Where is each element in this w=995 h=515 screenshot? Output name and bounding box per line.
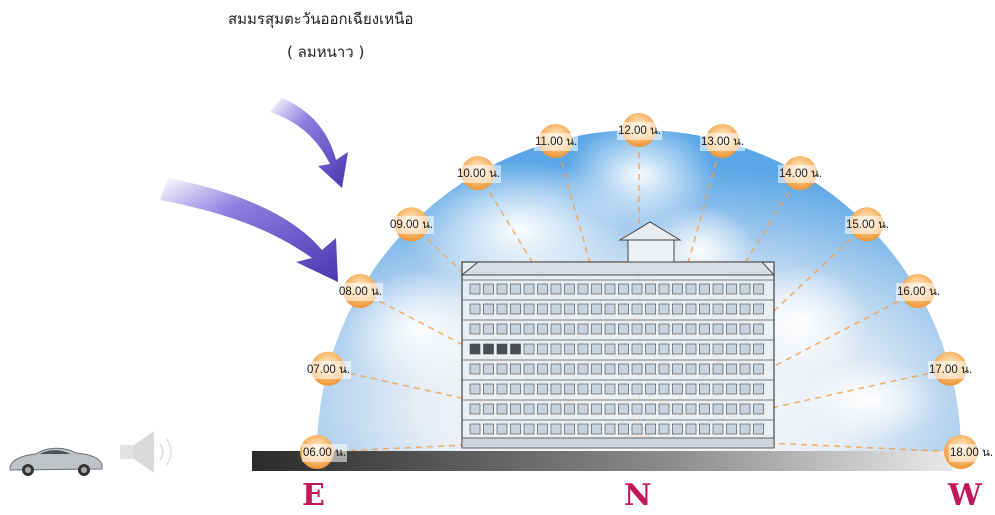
sun-time-label: 08.00 น. [338, 283, 384, 301]
heading-subtitle: ( ลมหนาว ) [287, 43, 365, 61]
direction-east: E [302, 478, 325, 513]
direction-west: W [948, 478, 982, 513]
sun-time-label: 15.00 น. [845, 216, 891, 234]
car-icon [9, 447, 103, 476]
speaker-icon [120, 431, 172, 473]
sun-time-label: 14.00 น. [778, 165, 824, 183]
sun-time-label: 11.00 น. [534, 133, 579, 151]
sun-time-label: 18.00 น. [949, 444, 995, 462]
heading-title: สมมรสุมตะวันออกเฉียงเหนือ [228, 10, 414, 28]
sun-time-label: 17.00 น. [928, 361, 974, 379]
sun-time-label: 12.00 น. [617, 122, 663, 140]
sun-ray [638, 290, 919, 438]
wind-arrow-icon [160, 178, 338, 282]
building [460, 221, 776, 449]
sun-time-label: 09.00 น. [389, 216, 435, 234]
sun-time-label: 13.00 น. [700, 133, 746, 151]
sun-time-label: 16.00 น. [896, 283, 942, 301]
ground-bar [252, 451, 952, 471]
wind-arrow-icon [270, 98, 348, 188]
sun-time-label: 06.00 น. [302, 444, 348, 462]
sun-time-label: 07.00 น. [306, 361, 352, 379]
direction-north: N [624, 478, 652, 513]
sun-time-label: 10.00 น. [456, 165, 502, 183]
